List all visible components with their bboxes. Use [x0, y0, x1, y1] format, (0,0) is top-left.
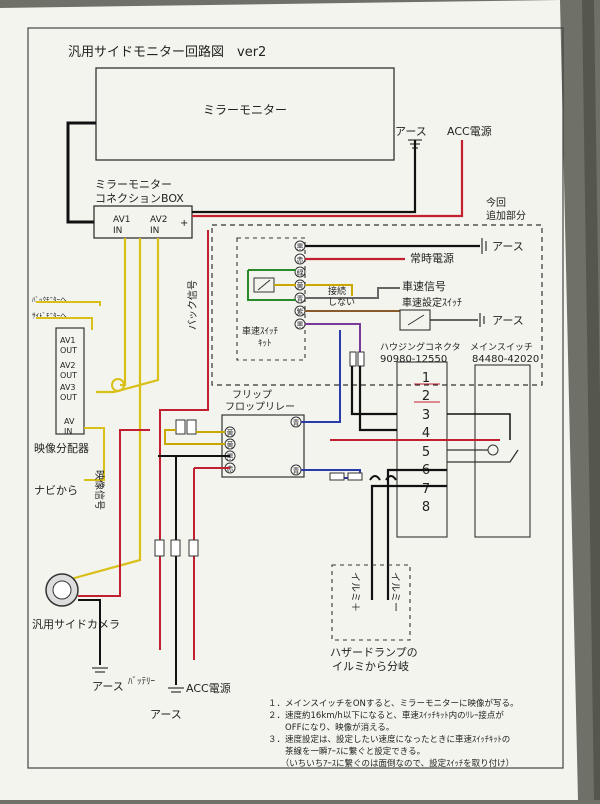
note-2: ２．速度約16km/h以下になると、車速ｽｲｯﾁｷｯﾄ内のﾘﾚｰ接点が: [268, 710, 504, 721]
main-switch-part: 84480-42020: [472, 354, 539, 365]
main-switch-box: [474, 364, 531, 538]
pin-yellow: 黄: [297, 281, 304, 290]
note-2b: OFFになり、映像が消える。: [268, 722, 394, 733]
back-signal-label: バック信号: [187, 280, 199, 330]
illumi-minus-label: イルミー: [389, 572, 400, 612]
kit-purple-wire: [305, 323, 361, 352]
illumi-plus-label: イルミ＋: [349, 572, 360, 612]
switch-kit-label-1: 車速ｽｲｯﾁ: [242, 325, 279, 337]
splitter-out3: OUT: [60, 393, 77, 402]
speed-signal-wire: [305, 287, 400, 299]
pin-3: 3: [422, 408, 430, 423]
ff-pin-yellow-2: 黄: [227, 440, 234, 449]
mirror-monitor-box: [95, 67, 395, 161]
splitter-av-in-2: IN: [64, 427, 72, 436]
pin-4: 4: [422, 426, 430, 441]
pin-7: 7: [422, 482, 430, 497]
diagram-title: 汎用サイドモニター回路図 ver2: [68, 44, 266, 60]
box-av1-in: IN: [113, 226, 122, 236]
splitter-av-in-1: AV: [64, 417, 75, 426]
splitter-av3: AV3: [60, 383, 76, 392]
box-ground-wire: [192, 140, 417, 214]
note-3c: （いちいちｱｰｽに繋ぐのは面倒なので、設定ｽｲｯﾁを取り付け）: [268, 758, 514, 769]
flipflop-title-2: フロップリレー: [225, 401, 295, 413]
added-section-line1: 今回: [486, 196, 506, 209]
splitter-av2: AV2: [60, 361, 76, 370]
illumi-box: [331, 564, 411, 641]
illumi-caption-1: ハザードランプの: [330, 646, 418, 659]
note-1: １．メインスイッチをONすると、ミラーモニターに映像が写る。: [268, 698, 519, 709]
monitor-cable: [66, 121, 96, 224]
bottom-ground1-label: アース: [92, 680, 124, 693]
pin-blue: 青: [297, 294, 304, 303]
camera-label: 汎用サイドカメラ: [32, 617, 120, 631]
pin-1: 1: [422, 371, 430, 386]
bottom-ground2-label: アース: [150, 708, 182, 721]
box-av2: AV2: [150, 215, 167, 225]
speed-setting-switch-label: 車速設定ｽｲｯﾁ: [402, 296, 462, 309]
video-signal-label: 映像信号: [93, 470, 105, 510]
battery-label: ﾊﾞｯﾃﾘｰ: [128, 676, 156, 687]
box-title-line2: コネクションBOX: [95, 192, 184, 205]
notes: １．メインスイッチをONすると、ミラーモニターに映像が写る。 ２．速度約16km…: [268, 698, 519, 769]
box-plus: +: [180, 218, 188, 229]
splitter-to-2: ｻｲﾄﾞﾓﾆﾀｰへ: [32, 312, 67, 320]
splitter-to-1: ﾊﾞｯｸﾓﾆﾀｰへ: [32, 296, 67, 304]
from-nav-label: ナビから: [34, 484, 78, 497]
pin-8: 8: [422, 500, 430, 515]
ff-pin-blue-2: 青: [293, 466, 300, 475]
note-3: ３．速度設定は、設定したい速度になったときに車速ｽｲｯﾁｷｯﾄの: [268, 734, 510, 745]
page-border: [27, 27, 564, 769]
pin-red: 赤: [297, 256, 304, 264]
no-connect-line2: しない: [328, 297, 355, 308]
flipflop-pins: 黄 黄 黒 赤 青 青: [224, 416, 302, 476]
splitter-out2: OUT: [60, 371, 77, 380]
pin-5: 5: [422, 445, 430, 460]
added-ground-label: アース: [492, 240, 524, 253]
speed-signal-label: 車速信号: [402, 279, 446, 293]
video-splitter: [55, 327, 85, 435]
kit-yellow-wire: [305, 284, 353, 296]
housing-part: 90980-12550: [380, 354, 447, 365]
splitter-out1: OUT: [60, 346, 77, 355]
added-section-line2: 追加部分: [486, 209, 526, 222]
box-av2-in: IN: [150, 226, 159, 236]
switch-kit-label-2: ｷｯﾄ: [258, 339, 272, 349]
main-switch-title: メインスイッチ: [470, 342, 533, 353]
pin-green: 緑: [297, 268, 304, 277]
added-section-box: [211, 224, 543, 386]
bottom-acc-label: ACC電源: [186, 681, 231, 695]
mirror-monitor-label: ミラーモニター: [203, 103, 287, 117]
note-3b: 茶線を一瞬ｱｰｽに繋ぐと設定できる。: [268, 746, 425, 757]
splitter-label: 映像分配器: [34, 442, 89, 455]
pin-purple: 紫: [297, 308, 304, 316]
switch-unit-pins: 黒 赤 緑 黄 青 紫 黒: [294, 240, 306, 330]
ff-pin-yellow-1: 黄: [227, 428, 234, 437]
housing-title: ハウジングコネクタ: [380, 341, 461, 353]
ff-pin-blue-1: 青: [293, 418, 300, 427]
top-ground-label: アース: [395, 125, 427, 138]
box-title-line1: ミラーモニター: [95, 178, 172, 191]
pin-black-2: 黒: [297, 321, 304, 329]
no-connect-line1: 接続: [328, 285, 346, 297]
splitter-av1: AV1: [60, 336, 76, 345]
top-acc-label: ACC電源: [447, 124, 492, 138]
added-ground2-label: アース: [492, 314, 524, 327]
back-signal-wire: [159, 230, 209, 600]
pin-black-1: 黒: [297, 243, 304, 251]
flipflop-relay: [221, 414, 305, 478]
pin-2: 2: [422, 389, 430, 404]
illumi-caption-2: イルミから分岐: [332, 660, 409, 673]
paper-sheet: [0, 0, 578, 800]
always-power-label: 常時電源: [410, 251, 454, 265]
box-acc-wire: [192, 140, 464, 218]
flipflop-title-1: フリップ: [232, 389, 272, 401]
box-av1: AV1: [113, 215, 130, 225]
